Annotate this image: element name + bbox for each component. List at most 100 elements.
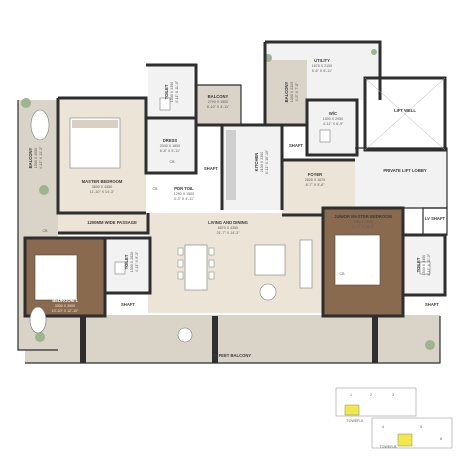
coffee-table-icon: [259, 283, 277, 301]
kitchen-label: KITCHEN: [254, 153, 259, 172]
toilet1-wall: [105, 236, 152, 295]
toilet-master-label: TOILET: [164, 84, 169, 99]
balcony-left-group: BALCONY 1500 X 4050 4'-11" X 13'-3": [28, 146, 43, 169]
wc-floor: [307, 100, 357, 155]
toilet-master-floor: [148, 65, 193, 120]
dress-imperial: 6'-8" X 5'-11": [160, 149, 181, 153]
wc-fixture-icon: [419, 261, 431, 275]
living-dining-size: 6570 X 4350: [218, 226, 238, 230]
key-plan-highlight-b: [397, 433, 413, 447]
foyer-floor: [282, 160, 355, 215]
passage-floor: [58, 213, 168, 233]
utility-size: 1675 X 2100: [312, 64, 332, 68]
bedroom1-size: 3300 X 3900: [55, 304, 75, 308]
toilet-master-group: TOILET 1500 X 3350 4'-11" X 11'-0": [164, 80, 179, 103]
wc-label: W/C: [329, 111, 337, 116]
lift-cross-icon: [364, 77, 446, 151]
dining-chairs: [177, 247, 215, 280]
sofa-icon: [254, 244, 286, 276]
balcony-left-imperial: 4'-11" X 13'-3": [39, 146, 43, 169]
balcony-right-floor: [265, 60, 307, 125]
plant-icon: [21, 98, 31, 108]
toilet2-imperial: 4'-11" X 11'-0": [427, 253, 431, 276]
pdr-toilet-size: 1290 X 1500: [174, 192, 194, 196]
key-plan-tower-b-label: TOWER-B: [380, 445, 398, 449]
dress-label: DRESS: [163, 138, 178, 143]
kitchen-group: KITCHEN 2100 X 3300 6'-11" X 10'-10": [254, 149, 269, 174]
column: [212, 316, 218, 363]
key-unit-5: 5: [420, 425, 422, 429]
cb-tag: CB: [43, 229, 49, 233]
toilet2-size: 1500 X 3350: [422, 255, 426, 275]
master-bedroom-size: 3600 X 4350: [92, 185, 112, 189]
foyer-wall: [282, 158, 355, 217]
feet-balcony-label: 65 FEET BALCONY: [213, 353, 252, 358]
lounge-chair-icon: [30, 109, 50, 141]
dress-size: 2040 X 1800: [160, 144, 180, 148]
outdoor-table-icon: [177, 327, 193, 343]
toilet-dress-wall: [144, 63, 198, 175]
key-unit-6: 6: [440, 437, 442, 441]
plant-icon: [39, 185, 49, 195]
cb-tag: CB: [340, 272, 346, 276]
passage-wall: [58, 213, 150, 235]
wc-fixture-icon: [159, 97, 171, 111]
toilet1-label: TOILET: [124, 254, 129, 269]
feet-balcony-rail: [25, 316, 441, 364]
balcony-right-imperial: 4'-5" X 7'-8": [295, 82, 299, 101]
foyer-size: 2625 X 1675: [305, 178, 325, 182]
balcony-right-label: BALCONY: [284, 81, 289, 102]
wc-size: 1500 X 2050: [323, 117, 343, 121]
kitchen-counter-icon: [226, 130, 236, 200]
sofa-icon: [299, 239, 313, 289]
balcony-left-label: BALCONY: [28, 147, 33, 168]
lounge-chair-icon: [29, 306, 47, 334]
column: [372, 316, 378, 363]
pdr-toilet-label: PDR TOIL: [174, 186, 194, 191]
balcony-right-size: 1350 X 2325: [290, 82, 294, 102]
master-bedroom-imperial: 11'-10" X 14'-3": [90, 190, 115, 194]
lift-lobby-label: PRIVATE LIFT LOBBY: [383, 168, 427, 173]
utility-wall: [263, 40, 382, 157]
wc-fixture-icon: [114, 261, 126, 275]
toilet1-group: TOILET 1500 X 2820 4'-11" X 9'-3": [124, 251, 139, 272]
junior-bed-icon: [334, 234, 381, 286]
bedroom1-wall: [23, 236, 107, 318]
toilet-master-imperial: 4'-11" X 11'-0": [175, 80, 179, 103]
bed1-icon: [34, 254, 78, 301]
lv-shaft-label: LV SHAFT: [425, 216, 446, 221]
passage-label: 1200MM WIDE PASSAGE: [87, 220, 137, 225]
key-plan-highlight-a: [344, 404, 360, 416]
master-bedroom-label: MASTER BEDROOM: [82, 179, 123, 184]
shaft-top-right-label: SHAFT: [289, 143, 303, 148]
junior-master-size: 3350 X 4500: [353, 220, 373, 224]
shaft-bottom-left-label: SHAFT: [121, 302, 135, 307]
foyer-imperial: 8'-7" X 5'-6": [306, 183, 325, 187]
shaft-bottom-right-label: SHAFT: [425, 302, 439, 307]
lv-shaft-wall: [422, 207, 448, 236]
floor-fills: [18, 42, 447, 363]
utility-imperial: 5'-6" X 6'-11": [312, 69, 333, 73]
kitchen-size: 2100 X 3300: [260, 152, 264, 172]
balcony-top-floor: [196, 85, 241, 125]
utility-label: UTILITY: [314, 58, 330, 63]
toilet2-group: TOILET 1500 X 3350 4'-11" X 11'-0": [416, 253, 431, 276]
key-plan: TOWER-A TOWER-B 1 2 3 4 5 6: [335, 387, 453, 449]
dining-table-icon: [184, 244, 208, 291]
wc-imperial: 4'-11" X 6'-9": [323, 122, 344, 126]
toilet1-size: 1500 X 2820: [130, 252, 134, 272]
junior-master-label: JUNIOR MASTER BEDROOM: [334, 214, 392, 219]
plant-icon: [35, 332, 45, 342]
dress-floor: [146, 118, 196, 173]
plant-icon: [371, 49, 377, 55]
balcony-left-size: 1500 X 4050: [34, 148, 38, 168]
cb-tag: CB: [170, 160, 176, 164]
toilet1-floor: [105, 238, 150, 293]
balcony-top-label: BALCONY: [208, 94, 229, 99]
room-labels: UTILITY 1675 X 2100 5'-6" X 6'-11" W/C 1…: [28, 58, 446, 358]
key-unit-2: 2: [370, 393, 372, 397]
lift-well-label: LIFT WELL: [394, 108, 416, 113]
pillow-icon: [72, 120, 118, 128]
